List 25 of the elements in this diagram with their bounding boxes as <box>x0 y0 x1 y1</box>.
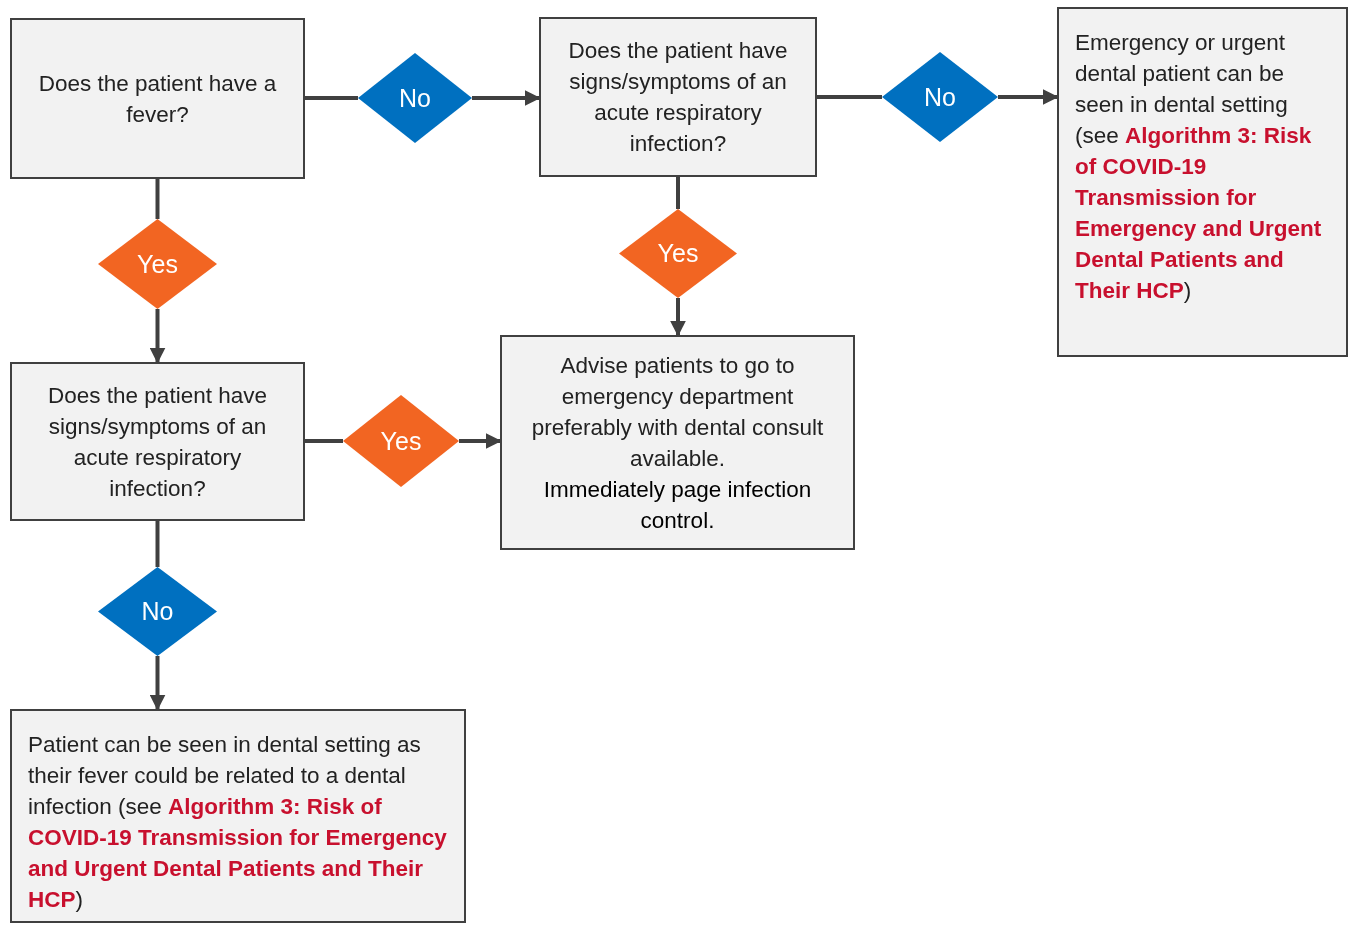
box-text: Does the patient have signs/symptoms of an acute respiratory infection? <box>567 37 789 158</box>
box-text: Immediately page infection control. <box>542 475 813 535</box>
box-text: Does the patient have signs/symptoms of an acute respiratory infection? <box>47 381 268 503</box>
decision-label: Yes <box>657 238 699 269</box>
arrow <box>459 433 502 449</box>
box-text: Does the patient have a fever? <box>37 69 278 129</box>
decision-label: Yes <box>380 425 422 457</box>
arrow <box>149 656 166 711</box>
decision-label: No <box>924 81 956 113</box>
process-box <box>10 362 305 521</box>
arrow <box>670 298 686 337</box>
arrow <box>998 89 1059 105</box>
decision-label: Yes <box>137 248 178 280</box>
decision-label: No <box>399 82 431 114</box>
arrow <box>149 309 166 364</box>
arrow <box>472 90 541 106</box>
box-text: Emergency or urgent dental patient can be seen in dental setting (see Algorithm 3: Risk of COVID-19 Transmission for Emergency and Urgent Dental Patients and Their HCP) <box>1075 29 1323 305</box>
box-text: Patient can be seen in dental setting as their fever could be related to a dental infection (see Algorithm 3: Risk of COVID-19 Transmission for Emergency and Urgent Dental Patients and Their HCP) <box>28 731 448 914</box>
process-box <box>10 709 466 923</box>
box-text: Advise patients to go to emergency department preferably with dental consult available. <box>530 351 825 473</box>
decision-label: No <box>141 596 174 627</box>
process-box <box>1057 7 1348 357</box>
process-box <box>539 17 817 177</box>
process-box <box>10 18 305 179</box>
process-box <box>500 335 855 550</box>
